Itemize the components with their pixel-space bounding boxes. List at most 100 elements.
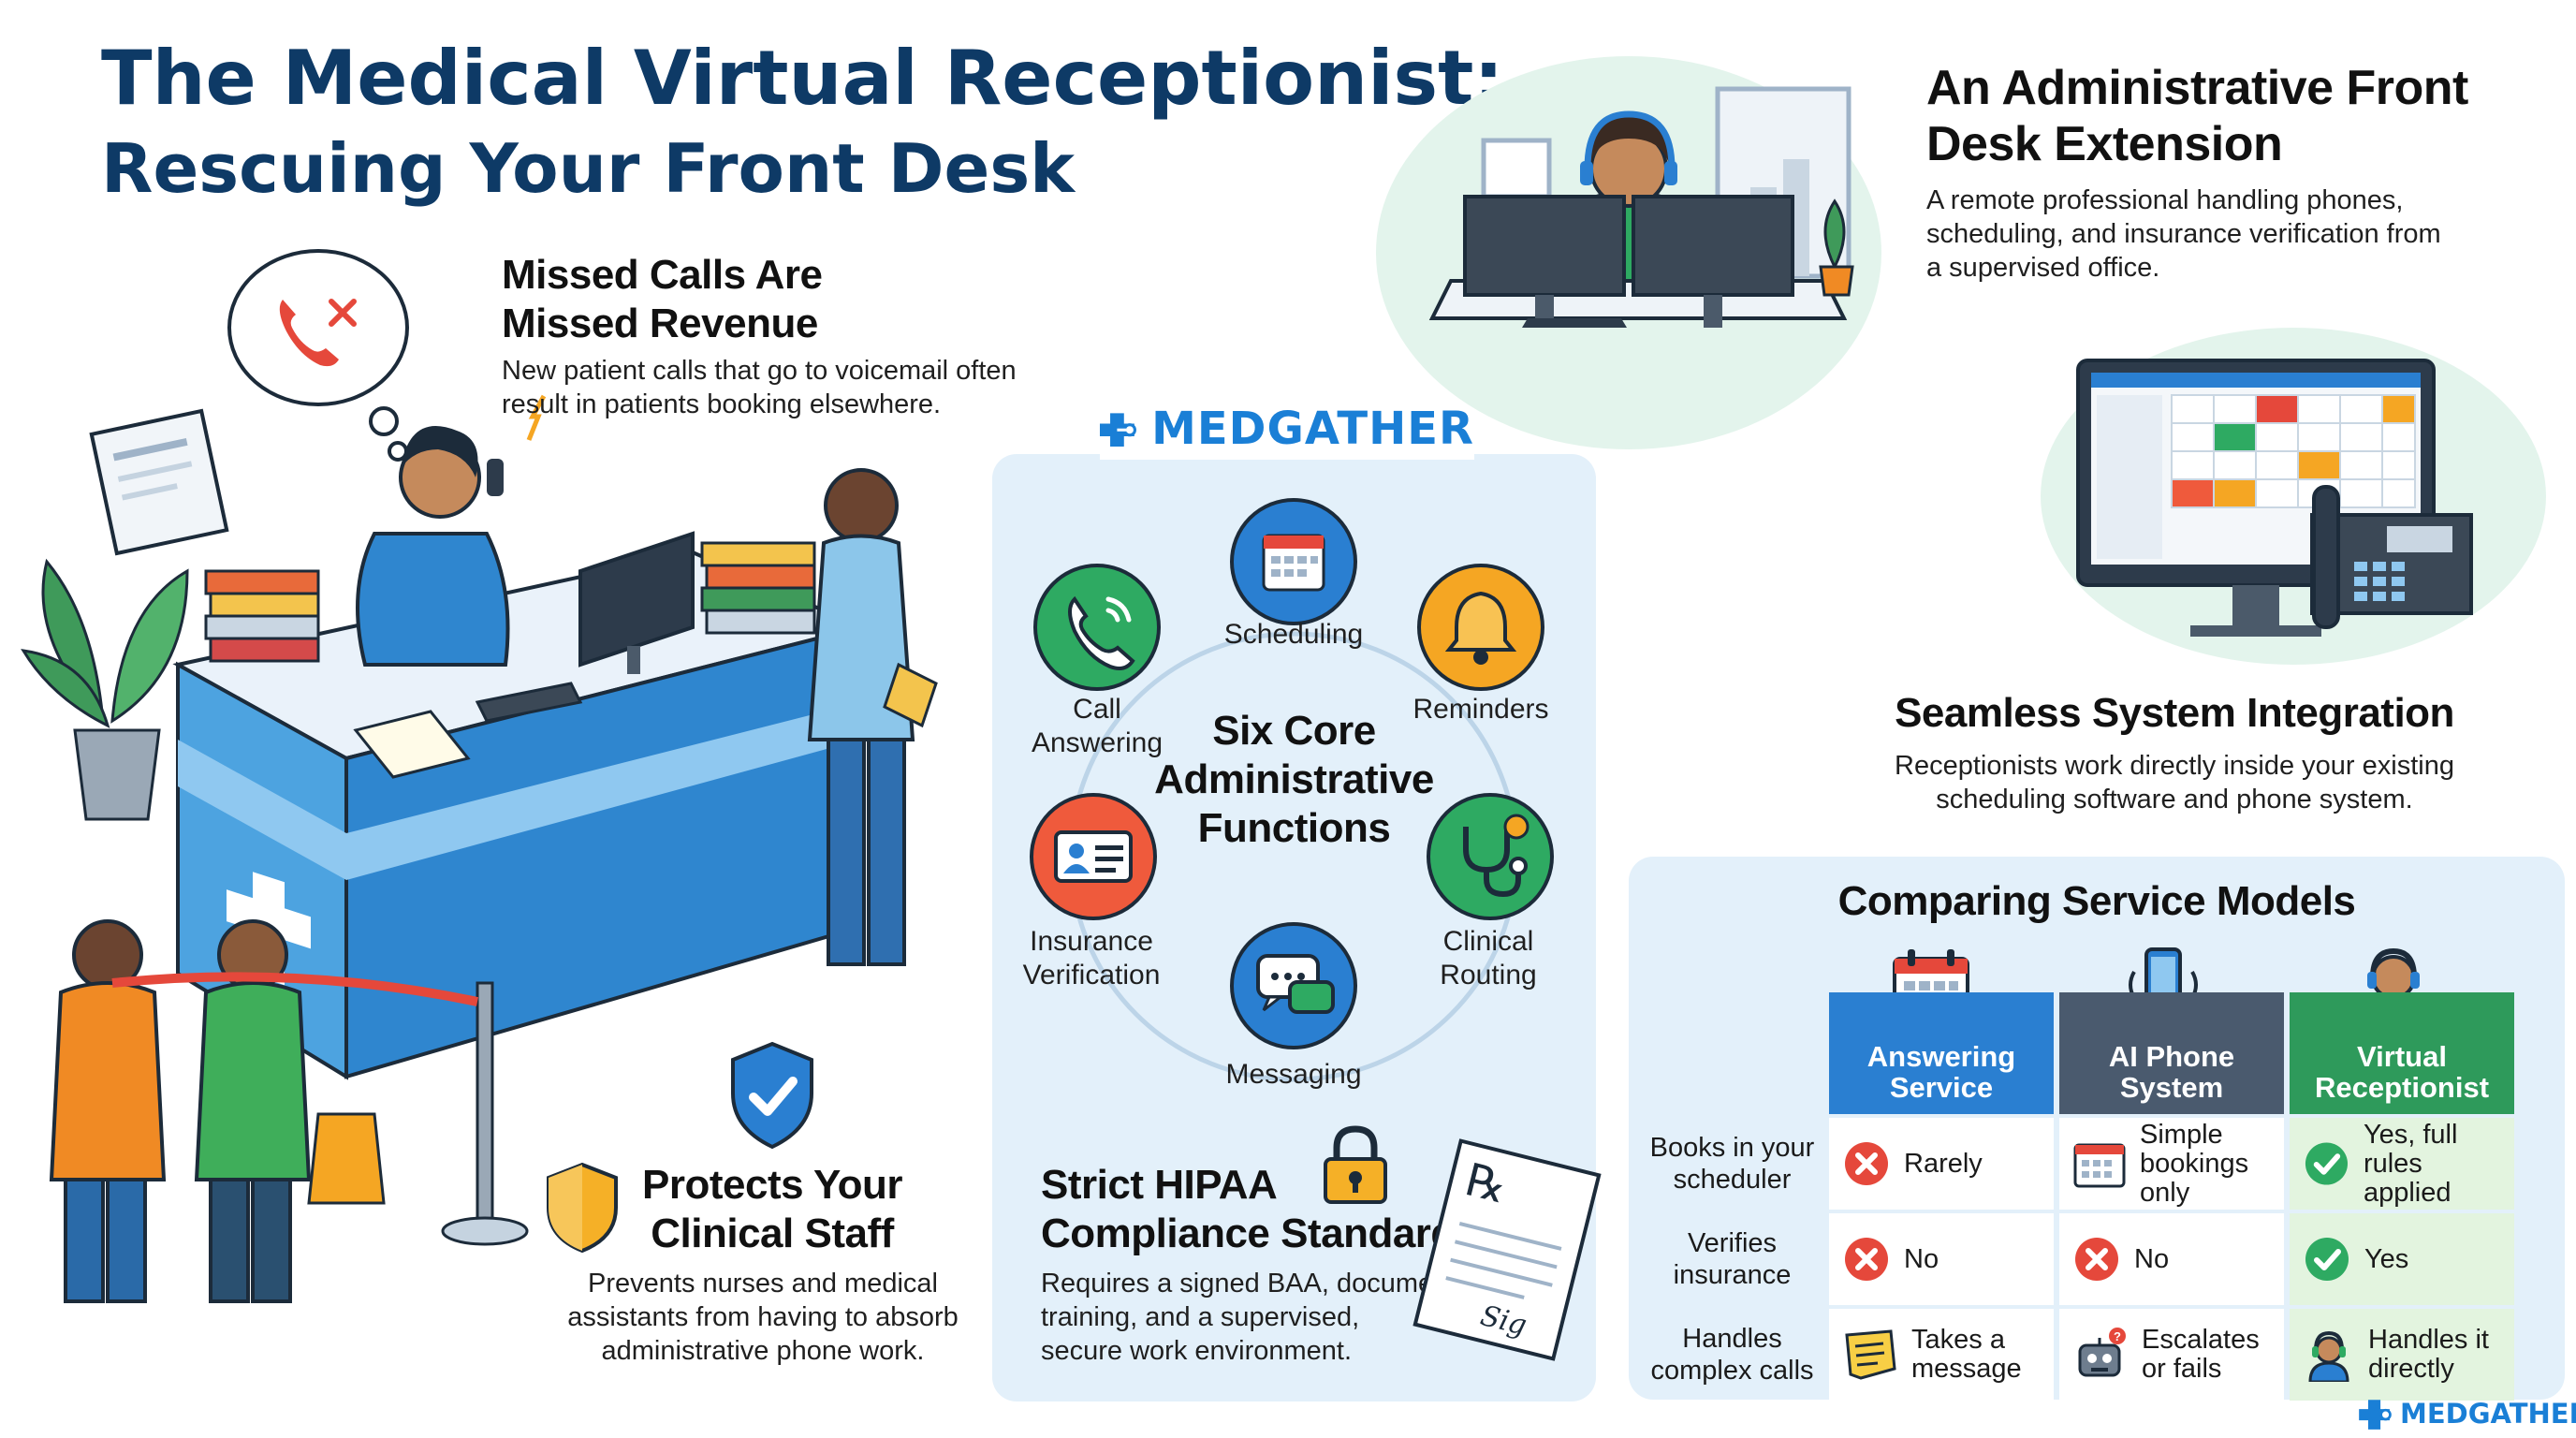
title-line-1: The Medical Virtual Receptionist: [101, 35, 1504, 122]
cell-text: Escalates or fails [2142, 1325, 2260, 1384]
row-label-verifies: Verifies insurance [1673, 1228, 1792, 1290]
headset-agent-icon [2308, 1330, 2349, 1382]
footer-brand-logo: MEDGATHER [2359, 1395, 2576, 1432]
extension-heading: An Administrative Front Desk Extension [1926, 61, 2468, 171]
cell-text: Yes [2364, 1243, 2409, 1274]
system-integration-illustration [2041, 328, 2546, 665]
title-line-2: Rescuing Your Front Desk [101, 129, 1076, 208]
certificate-frame [89, 408, 229, 556]
phone-icon [1033, 564, 1161, 691]
front-desk-illustration [21, 249, 938, 1303]
hipaa-heading: Strict HIPAA Compliance Standards [1041, 1162, 1478, 1256]
lock-icon [1324, 1125, 1387, 1204]
col-head-ai-phone-system: AI Phone System [2059, 992, 2284, 1114]
keyboard [475, 682, 583, 723]
check-circle-icon [2305, 1238, 2349, 1281]
protects-heading: Protects Your Clinical Staff [642, 1162, 902, 1256]
cell-text: Yes, full rules applied [2363, 1119, 2458, 1208]
function-label-clinical-routing: Clinical Routing [1440, 926, 1537, 990]
table-corner [1641, 992, 1823, 1114]
x-circle-icon [1845, 1238, 1888, 1281]
comparison-table: Answering Service AI Phone System Virtua… [1641, 992, 2514, 1401]
missed-calls-heading: Missed Calls Are Missed Revenue [502, 252, 823, 346]
function-label-scheduling: Scheduling [1223, 619, 1364, 650]
document-icon [1412, 1138, 1602, 1361]
col-head-virtual-receptionist: Virtual Receptionist [2290, 992, 2514, 1114]
book-stack [204, 541, 816, 663]
desk-phone [2310, 485, 2473, 629]
x-circle-icon [1845, 1142, 1888, 1185]
sticky-note-icon [1845, 1329, 1896, 1380]
desk-plant [1819, 198, 1854, 297]
footer-brand-name: MEDGATHER [2400, 1398, 2576, 1430]
missed-calls-body: New patient calls that go to voicemail o… [502, 356, 1017, 419]
x-circle-icon [2075, 1238, 2118, 1281]
integration-heading: Seamless System Integration [1895, 690, 2454, 736]
staff-figure [807, 468, 938, 966]
page-title: The Medical Virtual Receptionist: Rescui… [101, 34, 1503, 213]
table-cell: Yes [2290, 1213, 2514, 1305]
comparison-heading: Comparing Service Models [1837, 878, 2356, 924]
integration-body: Receptionists work directly inside your … [1895, 751, 2454, 814]
remote-receptionist-illustration [1376, 56, 1881, 449]
shield-icon [547, 1162, 618, 1254]
row-label-books: Books in your scheduler [1649, 1133, 1815, 1195]
headset-icon [1584, 110, 1676, 169]
function-label-reminders: Reminders [1412, 694, 1549, 725]
table-cell: Simple bookings only [2059, 1118, 2284, 1210]
queue-stanchion [111, 972, 529, 1246]
receptionist-figure [356, 426, 510, 667]
dual-monitors [1463, 195, 1794, 328]
medical-cross-logo-icon [1100, 413, 1136, 448]
table-cell: No [1829, 1213, 2054, 1305]
function-label-messaging: Messaging [1225, 1059, 1362, 1090]
missed-call-icon [279, 299, 357, 367]
cell-text: Handles it directly [2368, 1325, 2489, 1384]
calendar-icon [1230, 498, 1357, 625]
patient-figure-orange [49, 919, 167, 1303]
desk-monitor [578, 531, 695, 674]
cell-text: No [1904, 1243, 1939, 1274]
potted-plant [21, 558, 189, 821]
robot-icon: ? [2078, 1328, 2126, 1377]
stethoscope-icon [1427, 793, 1554, 920]
function-label-insurance: Insurance Verification [1022, 926, 1161, 990]
table-cell: Takes a message [1829, 1309, 2054, 1401]
shield-check-icon [731, 1041, 813, 1150]
table-cell: Handles it directly [2290, 1309, 2514, 1401]
function-node-scheduling [1228, 496, 1359, 627]
table-cell: No [2059, 1213, 2284, 1305]
cell-text: Takes a message [1911, 1325, 2022, 1384]
table-cell: Rarely [1829, 1118, 2054, 1210]
thought-bubble [227, 249, 409, 462]
col-head-answering-service: Answering Service [1829, 992, 2054, 1114]
function-node-reminders [1415, 562, 1546, 693]
patient-figure-green [194, 919, 386, 1303]
bell-icon [1417, 564, 1544, 691]
phone-handset-icon [487, 459, 504, 496]
id-card-icon [1030, 793, 1157, 920]
extension-body: A remote professional handling phones, s… [1926, 185, 2441, 283]
function-node-call-answering [1032, 562, 1163, 693]
stress-bolt-icon [526, 394, 547, 441]
function-label-call-answering: Call Answering [1031, 694, 1164, 758]
table-cell: Yes, full rules applied [2290, 1118, 2514, 1210]
function-node-insurance [1028, 791, 1159, 922]
cell-text: Rarely [1904, 1148, 1983, 1179]
desk-keyboard [1522, 318, 1627, 328]
wall-frame [1481, 138, 1552, 199]
clipboard [353, 710, 471, 779]
medical-cross-logo-icon [2359, 1400, 2392, 1430]
table-cell: ? Escalates or fails [2059, 1309, 2284, 1401]
cell-text: No [2134, 1243, 2170, 1274]
calendar-icon [2073, 1143, 2126, 1188]
shopping-bag-icon [307, 1112, 386, 1205]
cell-text: Simple bookings only [2140, 1119, 2249, 1208]
functions-center-label: Six Core Administrative Functions [1154, 708, 1434, 851]
function-node-clinical-routing [1425, 791, 1556, 922]
chat-icon [1230, 922, 1357, 1049]
brand-name: MEDGATHER [1151, 403, 1474, 455]
brand-logo: MEDGATHER [1100, 398, 1474, 460]
svg-text:?: ? [2114, 1329, 2121, 1343]
protects-body: Prevents nurses and medical assistants f… [567, 1269, 959, 1366]
